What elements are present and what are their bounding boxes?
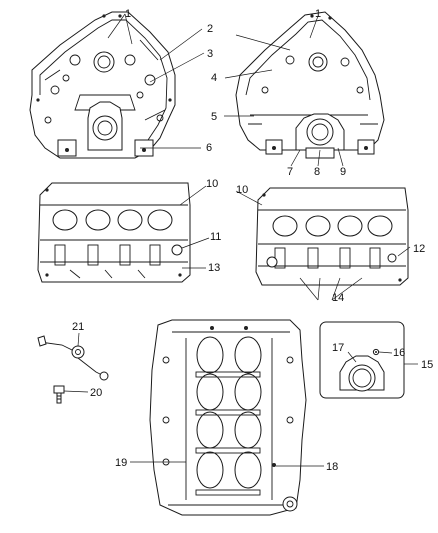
callout-13: 13 [208, 262, 220, 274]
block-rear-view-right [235, 11, 385, 159]
callout-21: 21 [72, 321, 84, 333]
callout-7: 7 [287, 166, 293, 178]
callout-1-left: 1 [125, 8, 131, 20]
callout-5: 5 [211, 111, 217, 123]
callout-10-right: 10 [236, 184, 248, 196]
callout-1-right: 1 [315, 8, 321, 20]
callout-18: 18 [326, 461, 338, 473]
callout-11: 11 [210, 231, 221, 243]
bolt-part [53, 385, 65, 404]
oil-tube-part [37, 335, 109, 381]
callout-15: 15 [421, 359, 433, 371]
callout-12: 12 [413, 243, 425, 255]
callout-10-left: 10 [206, 178, 218, 190]
callout-16: 16 [393, 347, 405, 359]
callout-4: 4 [211, 72, 217, 84]
callout-3: 3 [207, 48, 213, 60]
callout-2: 2 [207, 23, 213, 35]
rear-seal-inset [319, 321, 405, 399]
block-side-view-right [255, 187, 409, 286]
callout-20: 20 [90, 387, 102, 399]
callout-8: 8 [314, 166, 320, 178]
callout-14: 14 [332, 292, 344, 304]
callout-6: 6 [206, 142, 212, 154]
block-bottom-view [149, 319, 307, 516]
callout-9: 9 [340, 166, 346, 178]
block-side-view-left [37, 182, 191, 283]
block-front-view-left [29, 11, 176, 159]
callout-17: 17 [332, 342, 344, 354]
callout-19: 19 [115, 457, 127, 469]
